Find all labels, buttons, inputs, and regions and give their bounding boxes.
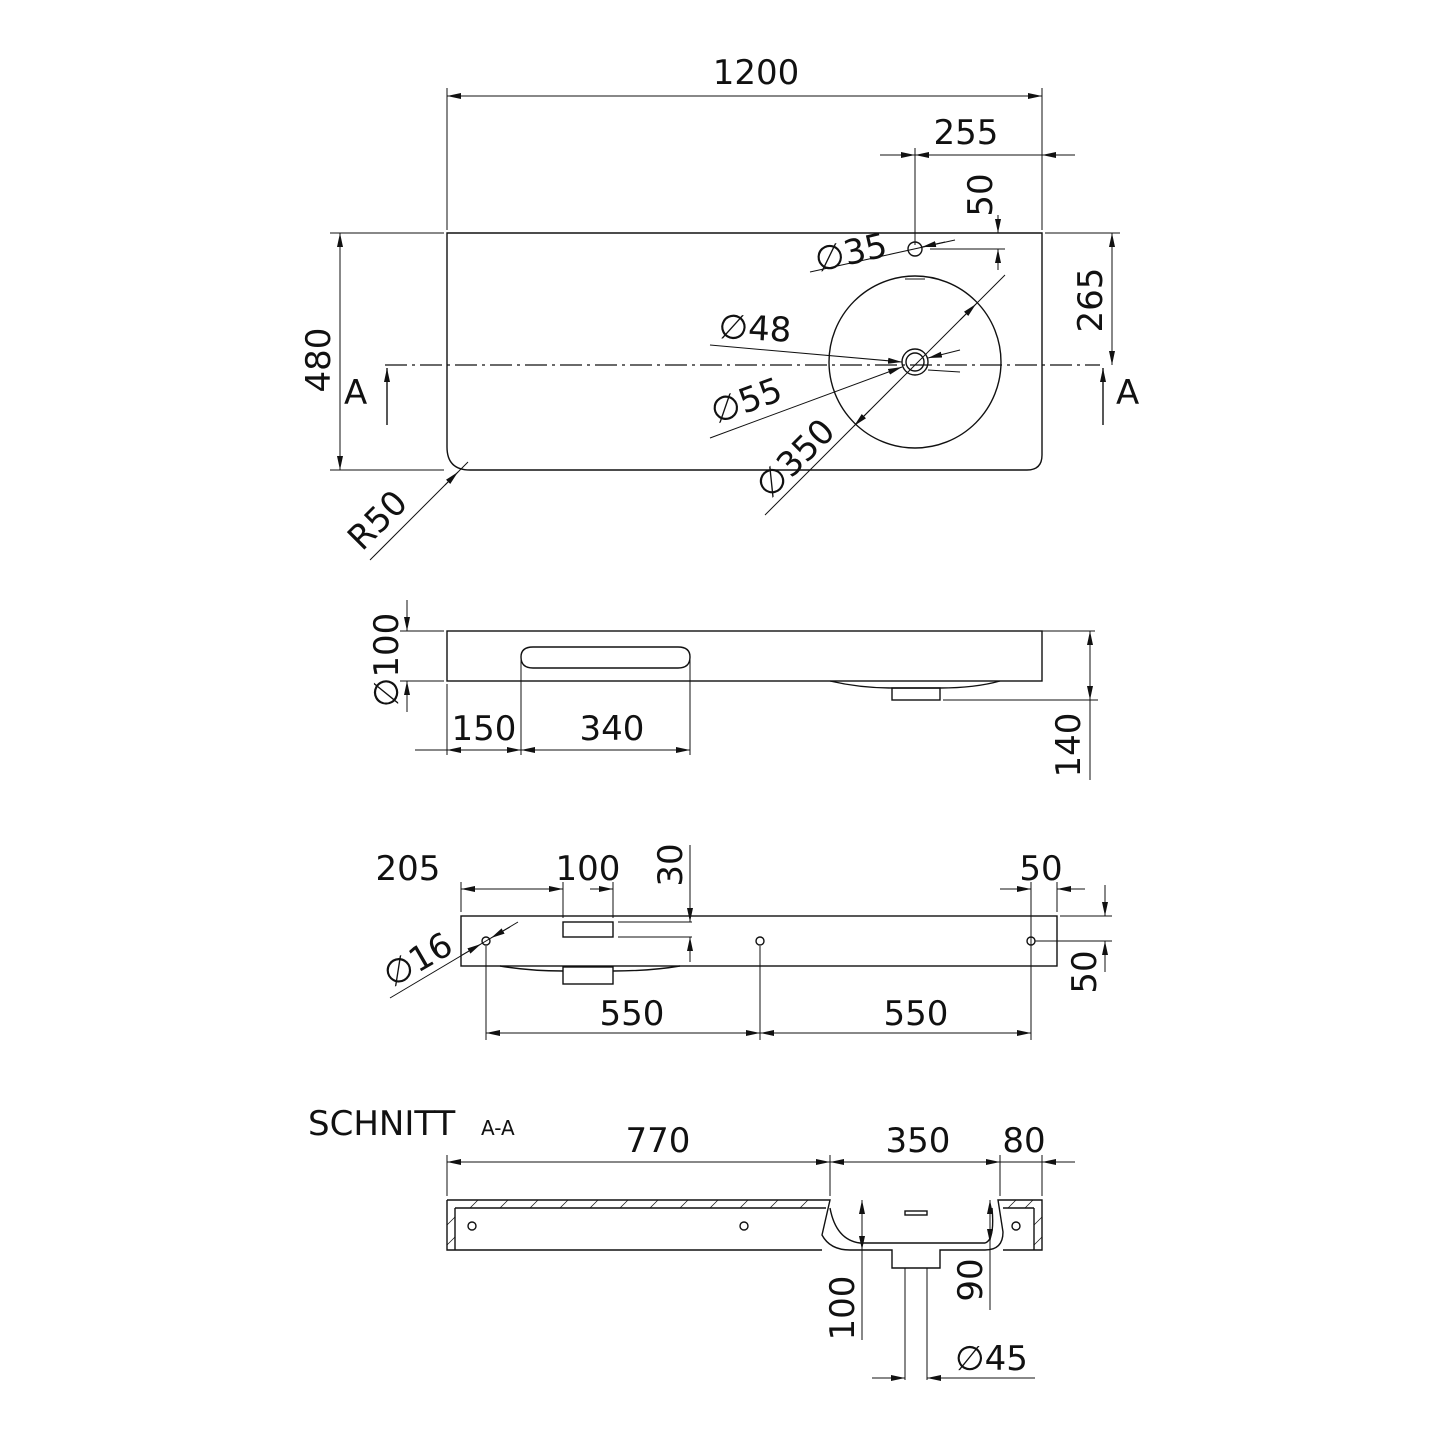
dim-140: 140 — [1049, 713, 1089, 778]
dim-550-right: 550 — [884, 994, 949, 1034]
dim-100-rear: 100 — [556, 849, 621, 889]
dim-tap-dia: ∅35 — [811, 225, 891, 280]
countertop-outline — [446, 232, 1043, 471]
dim-480: 480 — [299, 328, 339, 393]
dim-radius: R50 — [340, 483, 416, 559]
dim-overflow-dia: ∅100 — [367, 613, 407, 708]
dim-255: 255 — [934, 113, 999, 153]
drain-inner — [905, 352, 925, 372]
basin-circle — [828, 275, 1002, 449]
dim-30: 30 — [651, 843, 691, 886]
dim-265: 265 — [1071, 268, 1111, 333]
dim-350-section: 350 — [886, 1121, 951, 1161]
dim-205: 205 — [376, 849, 441, 889]
dim-drain-45: ∅45 — [955, 1339, 1028, 1379]
dim-drain-55: ∅55 — [705, 370, 787, 433]
section-view: SCHNITT A-A 770 350 80 — [308, 1104, 1075, 1381]
drain-stub-rear — [562, 966, 614, 985]
dim-80: 80 — [1002, 1121, 1045, 1161]
drain-stub — [891, 687, 941, 701]
dim-550-left: 550 — [600, 994, 665, 1034]
dim-mount-dia: ∅16 — [377, 925, 460, 996]
mount-hole-left — [481, 936, 491, 946]
dim-50-side: 50 — [1065, 950, 1105, 993]
overflow-opening — [904, 1210, 928, 1216]
dim-1200: 1200 — [713, 53, 800, 93]
top-view: 1200 255 50 ∅35 480 265 A A ∅48 — [299, 53, 1139, 561]
dim-50-tap: 50 — [961, 173, 1001, 216]
rear-outline — [460, 915, 1058, 967]
section-suffix: A-A — [481, 1116, 515, 1140]
dim-770: 770 — [626, 1121, 691, 1161]
rear-view: 205 100 30 50 50 ∅16 550 550 — [376, 843, 1112, 1040]
dim-drain-48: ∅48 — [718, 307, 793, 351]
section-title: SCHNITT — [308, 1104, 456, 1144]
section-outline — [447, 1199, 1043, 1269]
side-outline — [446, 630, 1043, 682]
section-label-right: A — [1116, 373, 1139, 413]
dim-150: 150 — [452, 709, 517, 749]
hatching — [446, 1199, 1043, 1246]
dim-50-top: 50 — [1019, 849, 1062, 889]
dim-340: 340 — [580, 709, 645, 749]
basin-bottom — [829, 680, 1001, 689]
side-view: ∅100 150 340 140 — [367, 600, 1098, 780]
overflow-cutout — [562, 921, 614, 938]
mount-hole-center — [755, 936, 765, 946]
dim-100-section: 100 — [823, 1276, 863, 1341]
overflow-slot — [520, 646, 691, 669]
dim-90: 90 — [951, 1258, 991, 1301]
dim-basin-dia: ∅350 — [748, 411, 843, 506]
section-label-left: A — [344, 373, 367, 413]
